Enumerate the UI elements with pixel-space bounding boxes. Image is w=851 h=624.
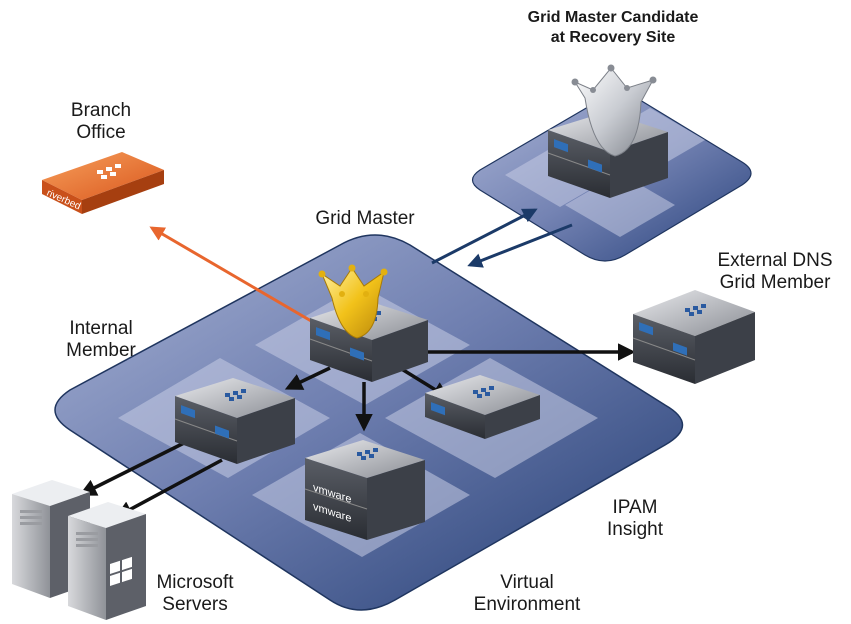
arrow-to-ms-server-2 <box>114 458 223 518</box>
arrow-to-branch <box>149 226 319 327</box>
silver-crown-icon <box>571 64 657 157</box>
ipam-server-icon <box>425 375 540 439</box>
arrow-from-recovery <box>467 223 573 268</box>
grid-master-label: Grid Master <box>315 208 415 229</box>
arrow-to-recovery <box>431 208 538 265</box>
windows-server-icon-2 <box>68 502 146 620</box>
arrow-to-ms-server-1 <box>78 438 191 496</box>
branch-appliance-icon: riverbed <box>42 152 164 214</box>
external-dns-server-icon <box>632 290 755 384</box>
gold-crown-icon <box>318 264 388 339</box>
vmware-server-icon: vmware vmware <box>304 440 425 540</box>
arrow-to-internal-member <box>284 366 331 390</box>
windows-logo-icon <box>110 556 132 586</box>
internal-member-server-icon <box>174 378 295 464</box>
